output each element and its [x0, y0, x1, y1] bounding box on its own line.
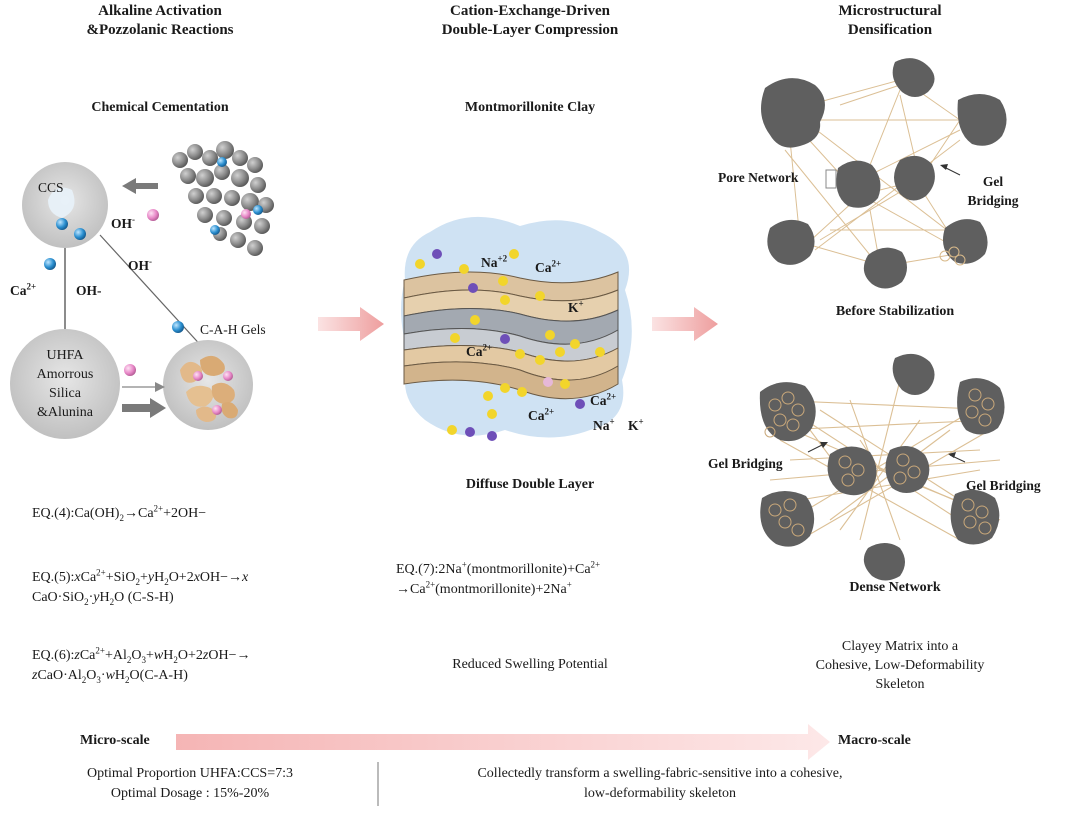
label-uhfa: UHFA Amorrous Silica &Alunina	[20, 346, 110, 422]
label-macro-scale: Macro-scale	[838, 733, 911, 748]
header-col3-line1: Microstructural	[838, 3, 942, 19]
equation-4: EQ.(4):Ca(OH)2→Ca2++2OH−	[32, 503, 207, 523]
label-ca2: Ca2+	[10, 281, 37, 298]
title-before-stabilization: Before Stabilization	[835, 304, 955, 319]
outcome-reduced-swelling: Reduced Swelling Potential	[452, 657, 608, 672]
ion-ca-mid: Ca2+	[466, 342, 493, 359]
equation-6: EQ.(6):zCa2++Al2O3+wH2O+2zOH−→ zCaO·Al2O…	[32, 645, 251, 685]
title-dense-network: Dense Network	[849, 580, 941, 595]
label-gel-bridging-top: Gel Bridging	[958, 172, 1028, 210]
particle-cluster	[172, 141, 274, 256]
footer-optimal-dosage: Optimal Dosage : 15%-20%	[110, 786, 270, 801]
label-gel-bridging-right: Gel Bridging	[966, 478, 1041, 493]
cah-gel-circle	[163, 340, 253, 430]
ion-ca-top: Ca2+	[535, 258, 562, 275]
header-col1-line2: &Pozzolanic Reactions	[86, 22, 234, 38]
ion-na-top: Na+2	[481, 253, 508, 270]
clayey-matrix-line1: Clayey Matrix into a	[841, 639, 959, 654]
arrow-uhfa-to-gel	[122, 398, 166, 418]
ion-ca-low: Ca2+	[528, 406, 555, 423]
header-cation-exchange: Cation-Exchange-Driven Double-Layer Comp…	[420, 2, 640, 40]
label-pore-network: Pore Network	[718, 170, 799, 185]
header-microstructural: Microstructural Densification	[790, 2, 990, 40]
uhfa-line3: Silica	[49, 386, 81, 401]
clayey-matrix-line3: Skeleton	[875, 677, 925, 692]
footer-optimal-proportion: Optimal Proportion UHFA:CCS=7:3	[87, 766, 293, 781]
label-oh-3: OH-	[76, 283, 102, 298]
ion-ca-right: Ca2+	[590, 391, 617, 408]
scale-arrow	[176, 724, 830, 760]
header-col1-line1: Alkaline Activation	[98, 3, 222, 19]
outcome-clayey-matrix: Clayey Matrix into a Cohesive, Low-Defor…	[790, 637, 1010, 694]
header-col2-line1: Cation-Exchange-Driven	[450, 3, 610, 19]
footer-summary-line2: low-deformability skeleton	[583, 786, 737, 801]
ion-na-low: Na+	[593, 416, 615, 433]
label-gel-bridging-left: Gel Bridging	[708, 456, 783, 471]
label-oh-1: OH-	[111, 214, 136, 231]
dense-network-diagram	[759, 353, 1005, 581]
gel-bridging-top-line2: Bridging	[967, 193, 1019, 208]
label-cah-gels: C-A-H Gels	[200, 322, 266, 337]
clay-diagram	[401, 216, 632, 441]
header-col3-line2: Densification	[847, 22, 933, 38]
uhfa-line2: Amorrous	[36, 367, 94, 382]
ion-k-low: K+	[628, 416, 644, 433]
header-col2-line2: Double-Layer Compression	[441, 22, 619, 38]
label-oh-2: OH-	[128, 256, 153, 273]
title-diffuse-double-layer: Diffuse Double Layer	[465, 477, 595, 492]
uhfa-circle	[10, 329, 120, 439]
title-montmorillonite-clay: Montmorillonite Clay	[464, 100, 596, 115]
gel-bridging-top-line1: Gel	[982, 174, 1004, 189]
equation-5: EQ.(5):xCa2++SiO2+yH2O+2xOH−→x CaO·SiO2·…	[32, 567, 249, 607]
label-micro-scale: Micro-scale	[80, 733, 150, 748]
equation-7: EQ.(7):2Na+(montmorillonite)+Ca2+ →Ca2+(…	[396, 559, 601, 597]
arrow-left-to-middle	[318, 307, 384, 341]
footer-summary-line1: Collectedly transform a swelling-fabric-…	[477, 766, 843, 781]
label-ccs: CCS	[38, 180, 64, 195]
arrow-to-ccs	[122, 178, 158, 194]
uhfa-line4: &Alunina	[37, 405, 93, 420]
pore-network-diagram	[761, 58, 1007, 289]
arrow-middle-to-right	[652, 307, 718, 341]
clayey-matrix-line2: Cohesive, Low-Deformability	[815, 658, 985, 673]
uhfa-line1: UHFA	[46, 348, 84, 363]
header-alkaline-activation: Alkaline Activation &Pozzolanic Reaction…	[60, 2, 260, 40]
footer-summary: Collectedly transform a swelling-fabric-…	[400, 764, 920, 804]
title-chemical-cementation: Chemical Cementation	[91, 100, 229, 115]
footer-optimal: Optimal Proportion UHFA:CCS=7:3 Optimal …	[40, 764, 340, 804]
ion-k: K+	[568, 298, 584, 315]
